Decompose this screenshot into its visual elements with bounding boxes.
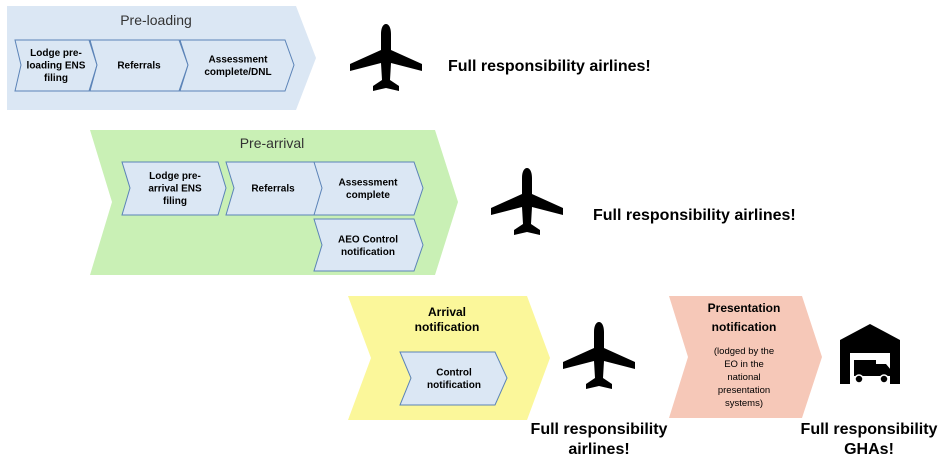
text-line: Full responsibility [531,421,668,438]
text-line: notification [427,380,481,391]
preloading-title: Pre-loading [120,12,192,28]
airplane-icon [491,168,563,235]
warehouse-truck-icon [840,324,900,384]
text-line: Assessment [339,177,399,188]
step-label: Referrals [117,61,161,72]
text-line: Presentation [708,301,781,315]
text-line: presentation [718,385,770,396]
prearrival-step-assessment: Assessment complete [313,161,424,216]
arrival-responsibility: Full responsibility airlines! [531,421,668,458]
airplane-icon [563,322,635,389]
presentation-detail: (lodged by the EO in the national presentat… [714,346,774,409]
step-chevron [313,218,424,272]
text-line: systems) [725,398,763,409]
text-line: Full responsibility [801,421,938,438]
preloading-step-assessment: Assessment complete/DNL [179,39,295,92]
step-label: Assessment complete/DNL [204,54,271,78]
text-line: Lodge pre- [149,171,201,182]
text-line: notification [712,320,777,334]
presentation-chevron [669,296,822,418]
text-line: notification [415,320,480,334]
step-chevron [313,161,424,216]
step-chevron [121,161,227,216]
step-label: Control notification [427,367,481,391]
text-line: (lodged by the [714,346,774,357]
text-line: filing [44,73,68,84]
text-line: complete [346,190,390,201]
step-label: Referrals [251,184,295,195]
text-line: EO in the [724,359,764,370]
prearrival-responsibility: Full responsibility airlines! [593,207,796,224]
text-line: Control [436,367,472,378]
step-chevron [179,39,295,92]
text-line: Arrival [428,305,466,319]
preloading-responsibility: Full responsibility airlines! [448,58,651,75]
presentation-title: Presentation notification [708,301,781,334]
text-line: loading ENS [27,61,86,72]
text-line: airlines! [568,441,629,458]
text-line: GHAs! [844,441,894,458]
text-line: Referrals [251,184,295,195]
airplane-icon [350,24,422,91]
text-line: filing [163,196,187,207]
step-label: AEO Control notification [338,234,398,258]
text-line: national [727,372,760,383]
text-line: AEO Control [338,234,398,245]
step-chevron [14,39,98,92]
text-line: notification [341,247,395,258]
text-line: arrival ENS [148,184,202,195]
arrival-step-control: Control notification [399,351,508,406]
preloading-step-referrals: Referrals [89,39,189,92]
text-line: Referrals [117,61,161,72]
prearrival-step-referrals: Referrals [225,161,324,216]
step-label: Assessment complete [339,177,399,201]
text-line: Assessment [209,54,269,65]
step-chevron [89,39,189,92]
step-chevron [399,351,508,406]
prearrival-step-aeo: AEO Control notification [313,218,424,272]
text-line: Lodge pre- [30,48,82,59]
prearrival-title: Pre-arrival [240,135,305,151]
text-line: complete/DNL [204,67,271,78]
